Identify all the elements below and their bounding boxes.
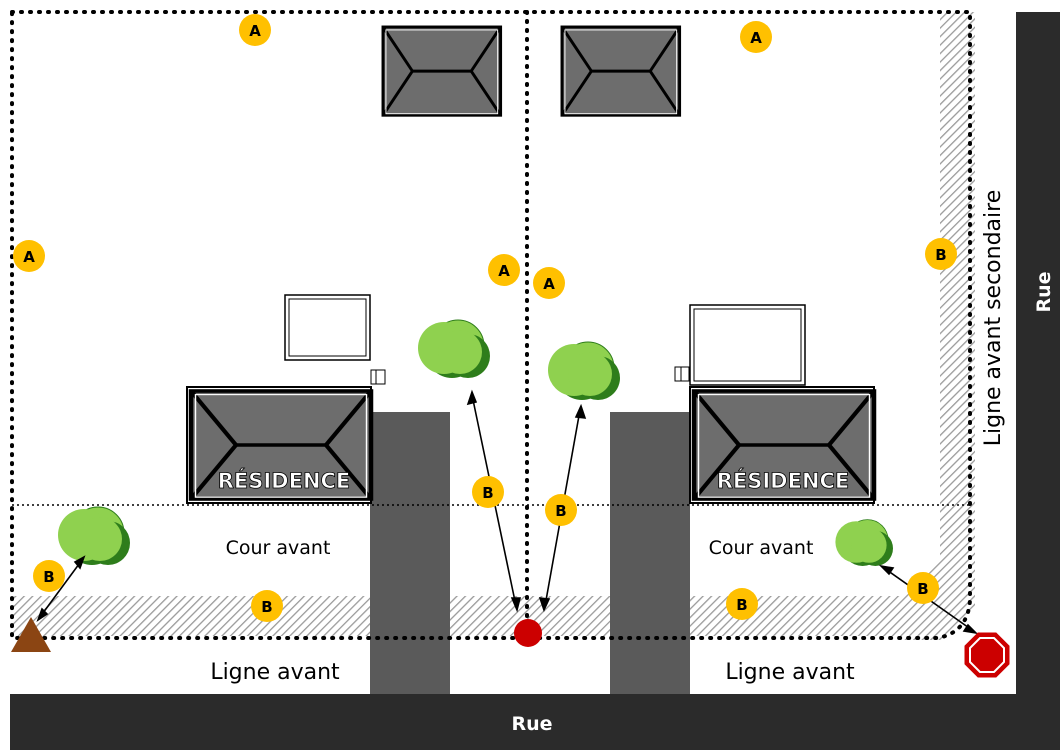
shed-roof-icon	[381, 25, 503, 117]
tree-icon	[835, 519, 894, 567]
stop-sign-icon	[964, 632, 1010, 678]
residence-label-right: RÉSIDENCE	[717, 468, 850, 493]
front-yard-label-right: Cour avant	[709, 537, 814, 559]
street-right	[1016, 12, 1060, 750]
svg-text:A: A	[249, 22, 261, 40]
badge-b: B	[545, 494, 577, 526]
badge-a: A	[533, 267, 565, 299]
svg-text:B: B	[43, 568, 54, 586]
badge-a: A	[239, 14, 271, 46]
svg-text:B: B	[482, 484, 493, 502]
front-line-label-left: Ligne avant	[210, 660, 340, 685]
tree-icon	[547, 341, 621, 401]
front-line-label-right: Ligne avant	[725, 660, 855, 685]
svg-text:B: B	[736, 596, 747, 614]
badge-b: B	[907, 572, 939, 604]
badge-b: B	[33, 560, 65, 592]
badge-b: B	[472, 476, 504, 508]
badge-a: A	[488, 254, 520, 286]
svg-text:A: A	[23, 248, 35, 266]
property-line	[10, 10, 972, 640]
badge-b: B	[251, 590, 283, 622]
residence-label-left: RÉSIDENCE	[218, 468, 351, 493]
driveway-right	[610, 412, 690, 694]
svg-text:B: B	[555, 502, 566, 520]
tree-icon	[57, 506, 131, 566]
door-left	[370, 369, 386, 385]
setback-strip-right	[900, 12, 975, 640]
svg-text:B: B	[261, 598, 272, 616]
badge-a: A	[740, 21, 772, 53]
street-bottom-label: Rue	[511, 713, 552, 735]
svg-text:A: A	[498, 262, 510, 280]
svg-text:B: B	[917, 580, 928, 598]
badge-b: B	[925, 238, 957, 270]
svg-text:B: B	[935, 246, 946, 264]
house-annex-right	[689, 304, 806, 386]
shed-roof-icon	[560, 25, 682, 117]
street-bottom	[10, 694, 1060, 750]
badge-b: B	[726, 588, 758, 620]
badge-a: A	[13, 240, 45, 272]
fire-hydrant-icon	[514, 619, 542, 647]
house-annex-left	[284, 294, 371, 361]
setback-strip-bottom	[12, 596, 922, 636]
survey-marker-icon	[11, 617, 51, 652]
front-yard-label-left: Cour avant	[226, 537, 331, 559]
svg-text:A: A	[750, 29, 762, 47]
street-right-label: Rue	[1033, 271, 1055, 312]
secondary-front-line-label: Ligne avant secondaire	[981, 190, 1006, 447]
svg-text:A: A	[543, 275, 555, 293]
tree-icon	[417, 319, 491, 379]
driveway-left	[370, 412, 450, 694]
door-right	[674, 366, 690, 382]
